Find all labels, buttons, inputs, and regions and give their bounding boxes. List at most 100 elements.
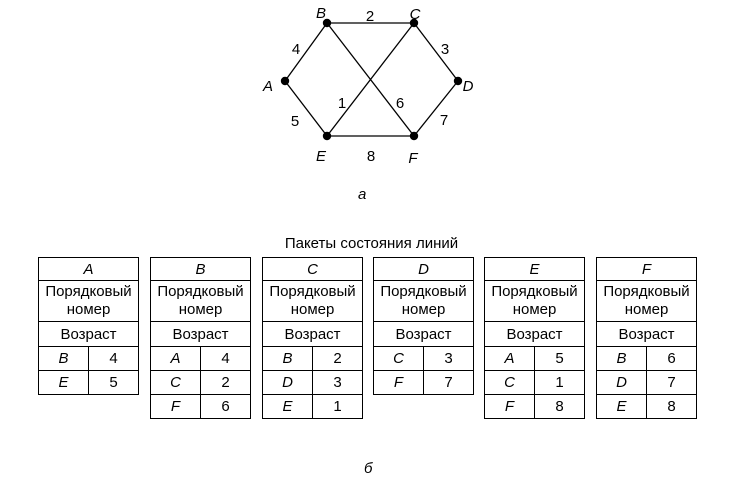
- neighbor-cell: E: [596, 394, 647, 419]
- age-label: Возраст: [373, 321, 474, 347]
- node-label: C: [410, 6, 421, 23]
- sequence-number-label: Порядковый номер: [484, 280, 585, 322]
- node-c: [409, 18, 419, 28]
- neighbor-cell: E: [262, 394, 313, 419]
- packet-router-header: D: [373, 257, 474, 281]
- packet-router-header: F: [596, 257, 697, 281]
- neighbor-cell: A: [150, 346, 201, 371]
- cost-cell: 3: [312, 370, 363, 395]
- packet-router-header: E: [484, 257, 585, 281]
- neighbor-cell: D: [262, 370, 313, 395]
- cost-cell: 5: [88, 370, 139, 395]
- cost-cell: 6: [646, 346, 697, 371]
- neighbor-cell: F: [373, 370, 424, 395]
- cost-cell: 6: [200, 394, 251, 419]
- packets-title: Пакеты состояния линий: [284, 235, 459, 252]
- caption-a: а: [358, 186, 367, 203]
- neighbor-cell: A: [484, 346, 535, 371]
- neighbor-cell: C: [150, 370, 201, 395]
- caption-b: б: [364, 460, 373, 477]
- node-e: [322, 131, 332, 141]
- cost-cell: 2: [312, 346, 363, 371]
- cost-cell: 8: [646, 394, 697, 419]
- packet-router-header: C: [262, 257, 363, 281]
- neighbor-cell: C: [484, 370, 535, 395]
- cost-cell: 8: [534, 394, 585, 419]
- cost-cell: 1: [534, 370, 585, 395]
- edge-weight-label: 6: [396, 95, 404, 112]
- cost-cell: 4: [200, 346, 251, 371]
- edge-weight-label: 1: [338, 95, 346, 112]
- edge-weight-label: 7: [440, 112, 448, 129]
- cost-cell: 1: [312, 394, 363, 419]
- node-d: [453, 76, 463, 86]
- cost-cell: 2: [200, 370, 251, 395]
- cost-cell: 4: [88, 346, 139, 371]
- sequence-number-label: Порядковый номер: [262, 280, 363, 322]
- edge-weight-label: 4: [292, 41, 300, 58]
- age-label: Возраст: [150, 321, 251, 347]
- age-label: Возраст: [484, 321, 585, 347]
- edge-c-d: [413, 22, 459, 82]
- edge-b-f: [326, 22, 415, 137]
- node-f: [409, 131, 419, 141]
- age-label: Возраст: [262, 321, 363, 347]
- cost-cell: 3: [423, 346, 474, 371]
- sequence-number-label: Порядковый номер: [38, 280, 139, 322]
- neighbor-cell: D: [596, 370, 647, 395]
- edge-weight-label: 8: [367, 148, 375, 165]
- edge-a-e: [284, 80, 328, 137]
- node-label: E: [316, 148, 327, 165]
- cost-cell: 7: [423, 370, 474, 395]
- node-label: B: [316, 5, 326, 22]
- neighbor-cell: B: [262, 346, 313, 371]
- node-label: D: [463, 78, 474, 95]
- neighbor-cell: B: [38, 346, 89, 371]
- neighbor-cell: F: [484, 394, 535, 419]
- packet-router-header: A: [38, 257, 139, 281]
- cost-cell: 7: [646, 370, 697, 395]
- neighbor-cell: E: [38, 370, 89, 395]
- edge-weight-label: 3: [441, 41, 449, 58]
- sequence-number-label: Порядковый номер: [596, 280, 697, 322]
- cost-cell: 5: [534, 346, 585, 371]
- age-label: Возраст: [38, 321, 139, 347]
- node-label: F: [408, 150, 418, 167]
- age-label: Возраст: [596, 321, 697, 347]
- neighbor-cell: C: [373, 346, 424, 371]
- sequence-number-label: Порядковый номер: [373, 280, 474, 322]
- neighbor-cell: B: [596, 346, 647, 371]
- edge-weight-label: 2: [366, 8, 374, 25]
- node-label: A: [262, 78, 273, 95]
- neighbor-cell: F: [150, 394, 201, 419]
- node-a: [280, 76, 290, 86]
- node-b: [322, 18, 332, 28]
- packet-router-header: B: [150, 257, 251, 281]
- sequence-number-label: Порядковый номер: [150, 280, 251, 322]
- edge-a-b: [284, 22, 328, 82]
- network-graph: 4 2 3 5 1 6 7 8 A B C D E F: [262, 5, 474, 167]
- edge-d-f: [413, 80, 459, 137]
- edge-weight-label: 5: [291, 113, 299, 130]
